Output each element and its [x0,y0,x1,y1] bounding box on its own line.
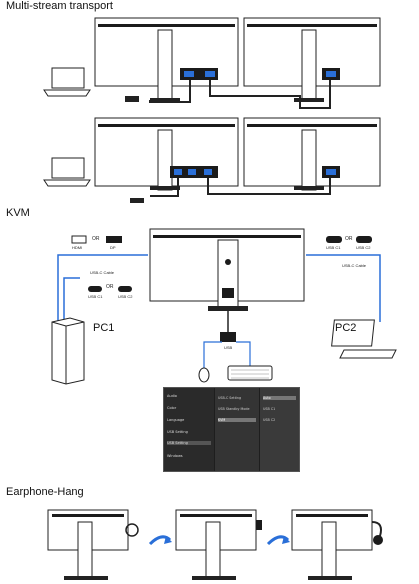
osd-usb-standby[interactable]: USB Standby Mode [218,407,250,411]
osd-kvm[interactable]: KVM [218,418,256,422]
osd-item-windows[interactable]: Windows [167,454,183,458]
usb-cable-left-label: USB-C Cable [90,270,115,275]
or-label-2: OR [106,284,114,290]
osd-item-usb-setting-active[interactable]: USB Setting [167,441,211,445]
osd-menu: Audio Color Language USB Setting USB Set… [163,387,300,472]
osd-option-usbc2[interactable]: USB C2 [263,418,276,422]
osd-item-language[interactable]: Language [167,418,185,422]
pc2-label: PC2 [335,322,357,334]
or-label-1: OR [92,236,100,242]
osd-item-usb-setting[interactable]: USB Setting [167,430,188,434]
mst-diagram-2 [43,117,381,203]
osd-main-menu: Audio Color Language USB Setting USB Set… [164,388,214,471]
osd-item-color[interactable]: Color [167,406,177,410]
usbc2-left-label: USB C2 [118,294,133,299]
dp-label: DP [110,245,116,250]
osd-option-usbc1[interactable]: USB C1 [263,407,276,411]
usb-cable-right-label: USB-C Cable [342,263,367,268]
osd-options: Auto USB C1 USB C2 [260,388,299,471]
osd-item-audio[interactable]: Audio [167,394,177,398]
osd-usbc-setting[interactable]: USB-C Setting [218,396,242,400]
mst-diagram-1 [43,17,381,109]
pc1-label: PC1 [93,322,115,334]
kvm-diagram [51,228,397,385]
earphone-section-title: Earphone-Hang [6,486,84,498]
osd-submenu: USB-C Setting USB Standby Mode KVM [215,388,259,471]
osd-option-auto[interactable]: Auto [263,396,296,400]
usbc2-right-label: USB C2 [356,245,371,250]
hdmi-label: HDMI [72,245,83,250]
kvm-section-title: KVM [6,207,30,219]
or-label-3: OR [345,236,353,242]
earphone-diagram [47,509,383,580]
mst-section-title: Multi-stream transport [6,0,113,12]
usb-hub-label: USB [224,345,233,350]
usbc1-right-label: USB C1 [326,245,341,250]
usbc1-left-label: USB C1 [88,294,103,299]
